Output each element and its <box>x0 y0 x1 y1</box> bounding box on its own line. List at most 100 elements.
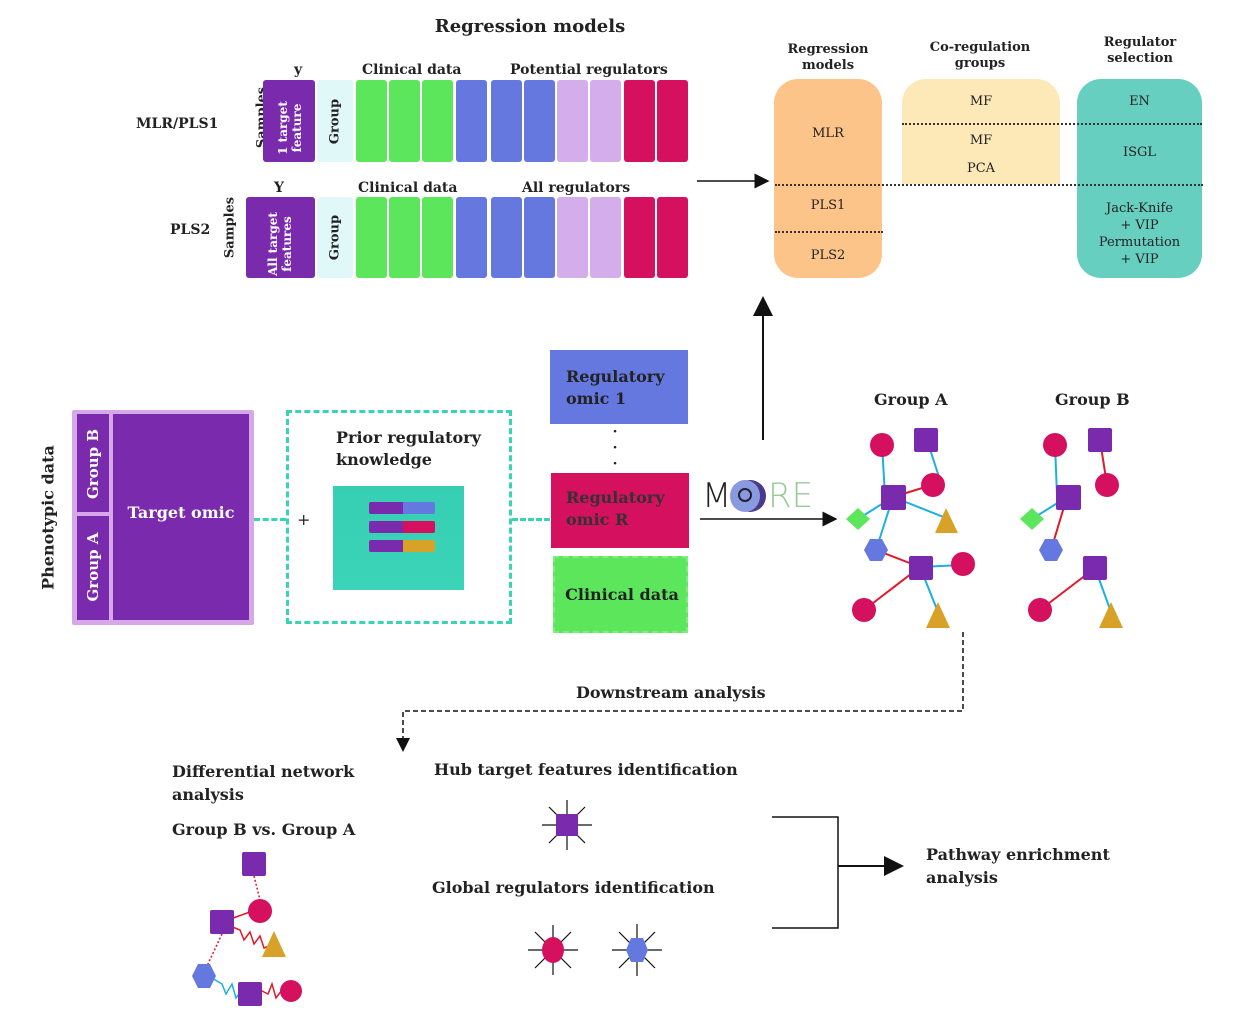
dash-connector-right <box>512 518 550 521</box>
downstream-arrowhead <box>396 738 410 752</box>
target-node <box>1083 556 1107 580</box>
feature-column <box>456 80 487 162</box>
logo-dna-ring <box>738 488 752 502</box>
regulator-node <box>921 473 945 497</box>
regulator-selection-pill <box>1077 79 1202 278</box>
target-node <box>1056 485 1081 510</box>
regulator-node-triangle <box>262 931 286 957</box>
logo-m: M <box>702 476 732 516</box>
feature-column <box>491 80 522 162</box>
feature-column <box>389 80 420 162</box>
feature-column <box>389 197 420 278</box>
group-a-block <box>77 516 109 620</box>
regression-title: Regression models <box>434 16 626 37</box>
feature-column <box>624 197 655 278</box>
option-mf-2: MF <box>969 133 993 148</box>
edge <box>205 933 223 969</box>
regulator-node-hexagon <box>626 938 648 962</box>
pathway-enrichment-title: Pathway enrichment analysis <box>926 845 1110 887</box>
clinical-data-label: Clinical data <box>565 585 679 604</box>
target-node <box>909 556 933 580</box>
regulator-node <box>852 598 876 622</box>
clinical-node <box>846 508 870 530</box>
group-comparison-label: Group B vs. Group A <box>172 820 356 839</box>
option-vip-1: + VIP <box>1120 218 1159 233</box>
group-b-network-title: Group B <box>1055 390 1130 409</box>
hub-target-glyph <box>542 800 592 850</box>
regulator-node-triangle <box>935 508 958 533</box>
edge <box>253 875 261 901</box>
regulators-label-2: All regulators <box>522 180 631 196</box>
clinical-label-1: Clinical data <box>362 62 462 78</box>
feature-column <box>456 197 487 278</box>
regulator-node-triangle <box>1099 602 1123 628</box>
bracket <box>772 816 839 929</box>
regulators-label-1: Potential regulators <box>510 62 668 78</box>
feature-column <box>624 80 655 162</box>
options-title-regression: Regression models <box>787 42 869 73</box>
table-cell <box>403 540 435 552</box>
regulator-node-hexagon <box>192 964 216 988</box>
regulator-node <box>248 899 272 923</box>
regulator-node <box>1095 473 1119 497</box>
hub-target-title: Hub target features identification <box>434 760 738 779</box>
regulator-node <box>1028 598 1052 622</box>
regression-models-pill <box>774 79 882 278</box>
feature-column <box>422 80 453 162</box>
table-cell <box>403 521 435 533</box>
regulator-node-hexagon <box>864 539 888 561</box>
target-column <box>263 80 315 162</box>
y-label-2: Y <box>274 180 284 196</box>
table-cell <box>369 540 403 552</box>
feature-column <box>590 80 621 162</box>
option-mf-1: MF <box>969 94 993 109</box>
target-node <box>242 852 266 876</box>
dash-connector-left <box>254 518 286 521</box>
differential-network-glyph <box>192 852 302 1006</box>
downstream-title: Downstream analysis <box>576 683 766 702</box>
y-label: y <box>294 62 303 78</box>
regulator-node <box>1043 433 1067 457</box>
prior-knowledge-frame <box>286 410 512 624</box>
differential-network-title: Differential network analysis <box>172 762 355 804</box>
global-regulator-glyph-2 <box>612 924 662 976</box>
option-isgl: ISGL <box>1122 145 1157 160</box>
feature-column <box>422 197 453 278</box>
prior-knowledge-icon <box>333 486 464 590</box>
ellipsis-dots: · · · <box>612 424 618 472</box>
model-label-mlr-pls1: MLR/PLS1 <box>136 116 219 132</box>
option-pls1: PLS1 <box>810 198 846 213</box>
divider-pls1-pls2 <box>775 231 883 233</box>
table-cell <box>369 502 403 514</box>
option-mlr: MLR <box>812 126 844 141</box>
group-column-2 <box>317 197 353 278</box>
regulator-node-triangle <box>926 602 950 628</box>
plus-sign: + <box>297 510 311 529</box>
feature-column <box>524 197 555 278</box>
regulator-node <box>870 433 894 457</box>
group-a-nodes <box>846 428 975 628</box>
feature-column <box>356 197 387 278</box>
target-node <box>914 428 938 452</box>
feature-column <box>491 197 522 278</box>
feature-column <box>557 80 588 162</box>
global-regulators-title: Global regulators identification <box>432 878 715 897</box>
feature-column <box>657 197 688 278</box>
target-node <box>1088 428 1112 452</box>
hub-node <box>556 814 578 836</box>
option-permutation: Permutation <box>1098 235 1181 250</box>
edge-zigzag <box>229 925 273 949</box>
more-logo: M RE <box>702 476 832 516</box>
regulator-node <box>951 552 975 576</box>
regulator-node-hexagon <box>1039 539 1063 561</box>
coregulation-pill <box>902 79 1060 184</box>
option-pls2: PLS2 <box>810 248 846 263</box>
table-cell <box>369 521 403 533</box>
target-node <box>238 982 262 1006</box>
regulator-node <box>542 937 564 963</box>
group-b-network <box>1020 428 1123 628</box>
logo-re: RE <box>768 476 814 516</box>
clinical-label-2: Clinical data <box>358 180 458 196</box>
regulatory-omic-1-block <box>550 350 688 424</box>
